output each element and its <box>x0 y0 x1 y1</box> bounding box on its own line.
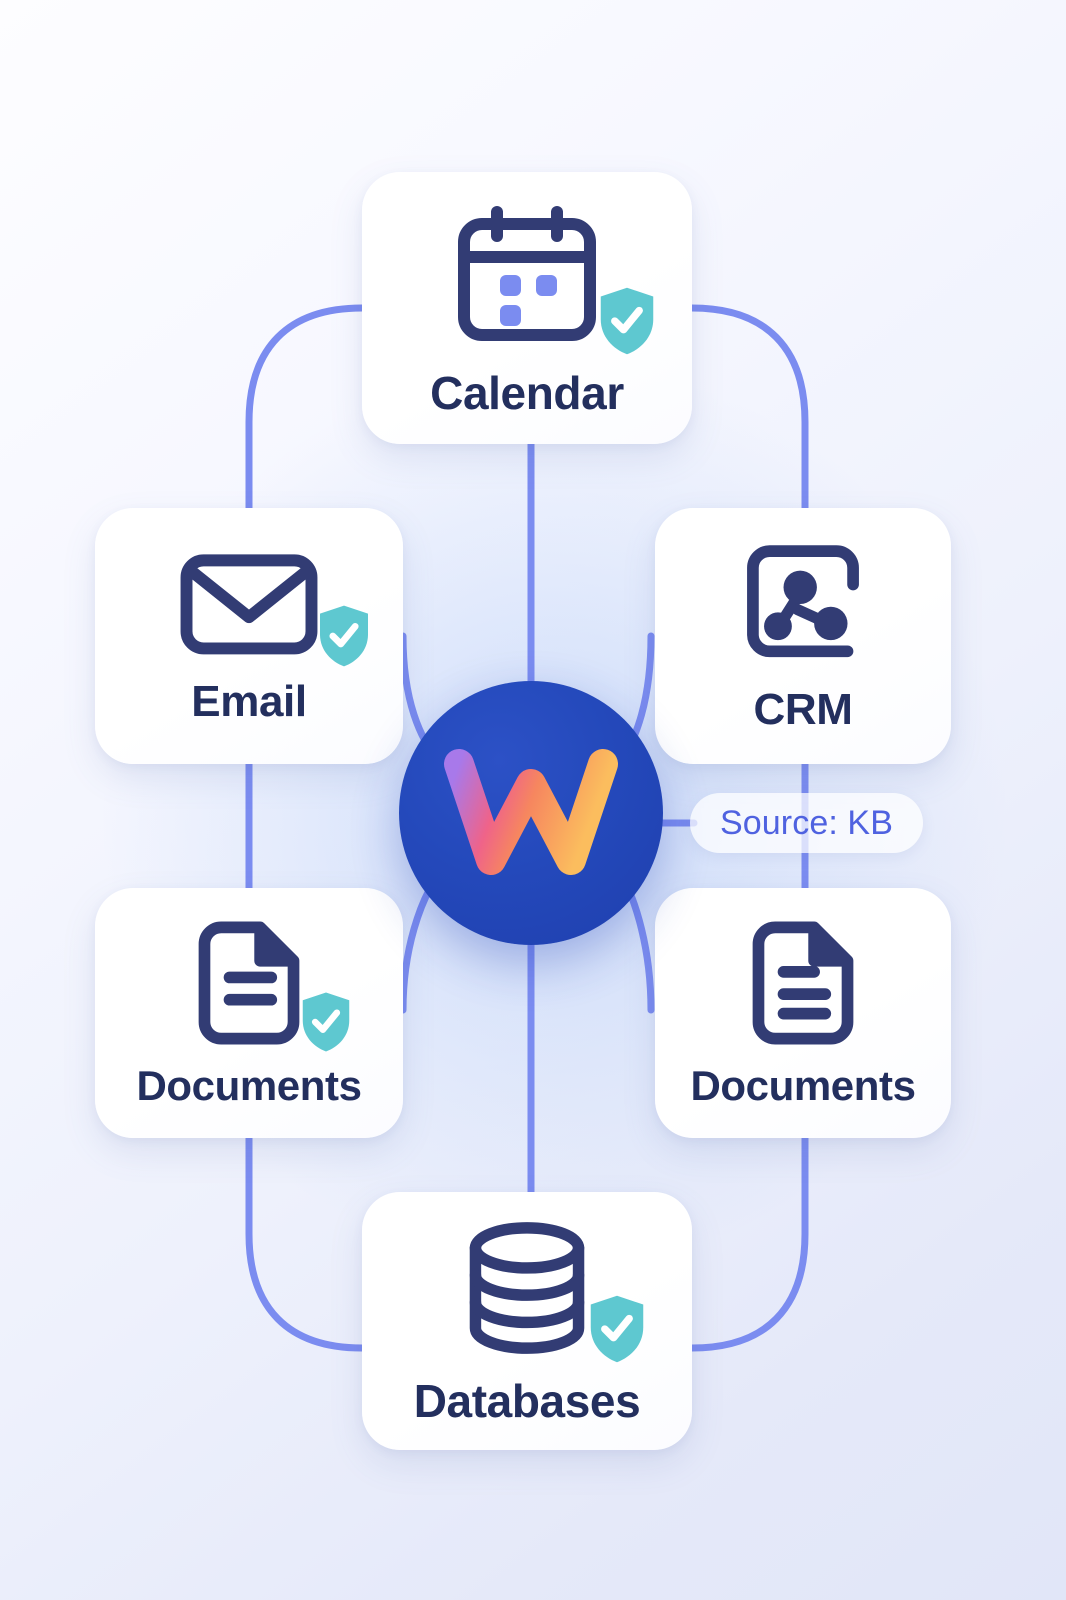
node-card-databases[interactable]: Databases <box>362 1192 692 1450</box>
calendar-icon-wrap <box>452 206 654 355</box>
envelope-icon <box>180 554 318 655</box>
node-label-email: Email <box>191 677 307 726</box>
node-card-calendar[interactable]: Calendar <box>362 172 692 444</box>
node-label-calendar: Calendar <box>430 367 624 419</box>
calendar-icon <box>458 206 596 341</box>
source-badge-label: Source: KB <box>720 803 893 842</box>
document-icon-wrap <box>747 919 859 1047</box>
shield-check-icon <box>320 605 368 667</box>
node-card-email[interactable]: Email <box>95 508 403 764</box>
shield-check-icon <box>600 287 654 355</box>
node-label-documents-left: Documents <box>136 1062 362 1109</box>
connector-calendar-crm <box>688 304 809 512</box>
database-icon <box>469 1222 585 1354</box>
node-label-crm: CRM <box>753 685 853 734</box>
node-label-documents-right: Documents <box>690 1062 916 1109</box>
document-icon <box>198 921 300 1045</box>
connector-docsleft-databases <box>245 1134 366 1352</box>
node-card-crm[interactable]: CRM <box>655 508 951 764</box>
shield-check-icon <box>590 1295 644 1363</box>
node-card-documents-right[interactable]: Documents <box>655 888 951 1138</box>
crm-network-icon <box>747 545 859 658</box>
document-icon-wrap <box>193 919 350 1052</box>
envelope-icon-wrap <box>178 548 368 667</box>
node-card-documents-left[interactable]: Documents <box>95 888 403 1138</box>
node-label-databases: Databases <box>413 1375 641 1427</box>
database-icon-wrap <box>464 1218 644 1363</box>
document-icon <box>752 921 854 1045</box>
connector-docsright-databases <box>688 1134 809 1352</box>
shield-check-icon <box>302 992 350 1052</box>
crm-icon-wrap <box>739 540 867 668</box>
central-hub[interactable] <box>399 681 663 945</box>
connector-calendar-email <box>245 304 366 512</box>
source-badge[interactable]: Source: KB <box>690 793 923 853</box>
w-logo-icon <box>444 749 618 875</box>
